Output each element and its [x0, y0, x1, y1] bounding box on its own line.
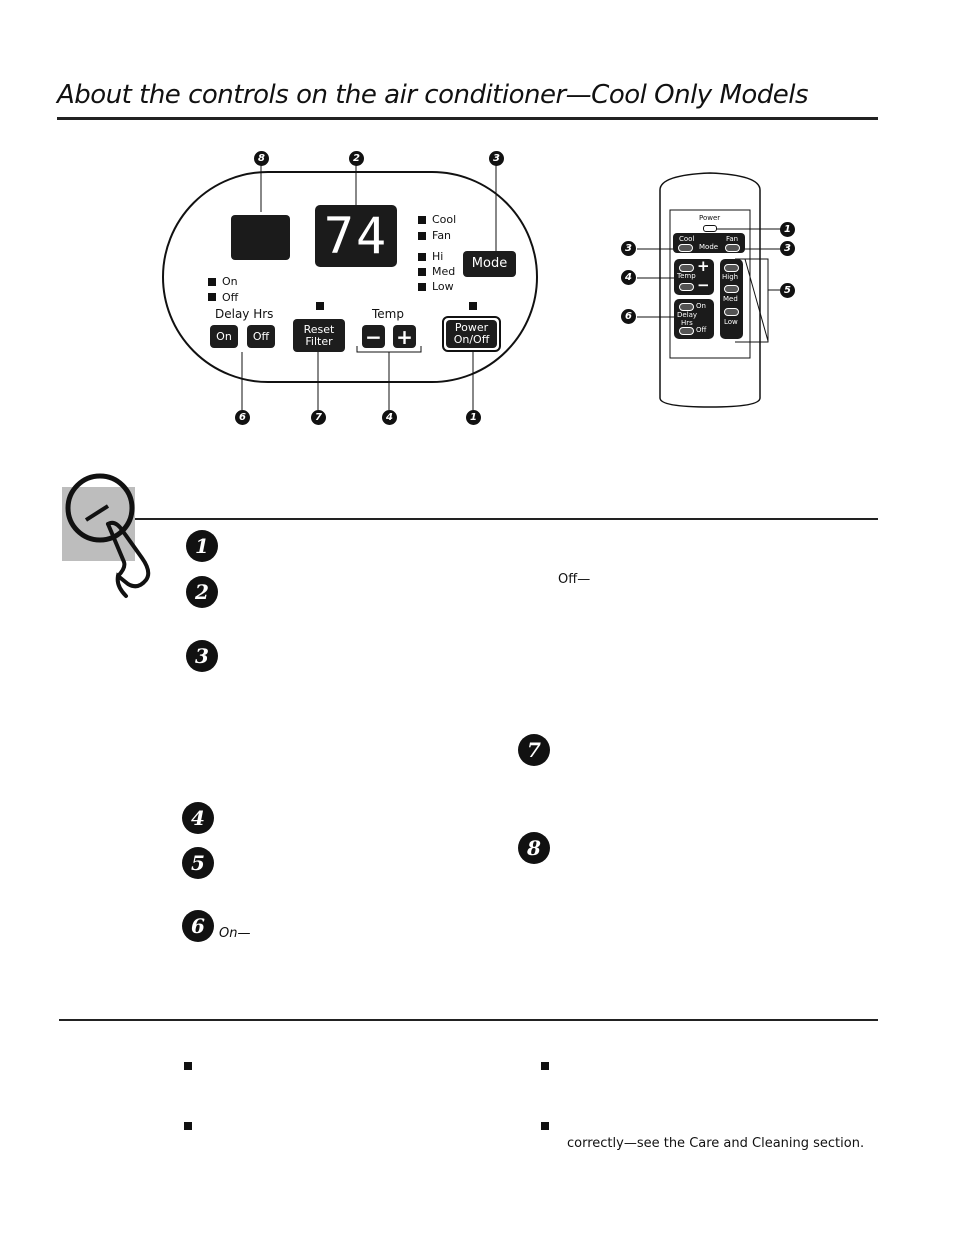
remote-power-button[interactable] — [703, 225, 717, 232]
fan-indicator-light — [418, 232, 426, 240]
remote-delay-label-line1: Delay — [677, 311, 698, 319]
hi-indicator-label: Hi — [432, 250, 444, 263]
remote-temp-up-button[interactable] — [679, 264, 694, 272]
med-indicator-label: Med — [432, 265, 456, 278]
callout-8-top: 8 — [254, 151, 269, 166]
temperature-display: 74 — [315, 205, 397, 267]
remote-delay-label-line2: Hrs — [681, 319, 693, 327]
filter-indicator-light — [316, 302, 324, 310]
med-indicator-light — [418, 268, 426, 276]
temp-up-button[interactable]: + — [393, 325, 416, 348]
item-number-2: 2 — [186, 576, 218, 608]
fan-indicator-label: Fan — [432, 229, 452, 242]
remote-low-label: Low — [724, 318, 738, 326]
remote-fan-button[interactable] — [725, 244, 740, 252]
note-bullet-4 — [541, 1122, 549, 1130]
remote-delay-off-label: Off — [696, 326, 707, 334]
item-number-5: 5 — [182, 847, 214, 879]
callout-4-bottom: 4 — [382, 410, 397, 425]
low-indicator-label: Low — [432, 280, 454, 293]
remote-plus-sign: + — [697, 257, 710, 275]
remote-callout-6: 6 — [621, 309, 636, 324]
reset-filter-button[interactable]: Reset Filter — [293, 319, 345, 352]
delay-on-indicator-light — [208, 278, 216, 286]
remote-delay-on-button[interactable] — [679, 303, 694, 311]
page-title: About the controls on the air conditione… — [57, 80, 809, 110]
note-bullet-2 — [184, 1122, 192, 1130]
hi-indicator-light — [418, 253, 426, 261]
note-bullet-3 — [541, 1062, 549, 1070]
temp-down-button[interactable]: − — [362, 325, 385, 348]
note-bullet-1 — [184, 1062, 192, 1070]
power-button-frame — [442, 316, 501, 352]
temp-label: Temp — [372, 307, 404, 321]
power-label-line1: Power — [454, 321, 489, 334]
remote-fan-label: Fan — [726, 235, 739, 243]
remote-callout-1: 1 — [780, 222, 795, 237]
remote-callout-3-left: 3 — [621, 241, 636, 256]
delay-hrs-label: Delay Hrs — [215, 307, 274, 321]
remote-delay-on-label: On — [696, 302, 706, 310]
item-number-1: 1 — [186, 530, 218, 562]
remote-temp-label: Temp — [677, 272, 696, 280]
power-indicator-light — [469, 302, 477, 310]
remote-low-button[interactable] — [724, 308, 739, 316]
cool-indicator-light — [418, 216, 426, 224]
callout-3-top: 3 — [489, 151, 504, 166]
remote-high-label: High — [722, 273, 739, 281]
reset-filter-label-line1: Reset — [303, 322, 335, 336]
callout-6-bottom: 6 — [235, 410, 250, 425]
delay-off-indicator-light — [208, 293, 216, 301]
mode-button[interactable]: Mode — [463, 251, 516, 277]
callout-1-bottom: 1 — [466, 410, 481, 425]
low-indicator-light — [418, 283, 426, 291]
delay-on-indicator-label: On — [222, 275, 238, 288]
remote-callout-5: 5 — [780, 283, 795, 298]
remote-med-button[interactable] — [724, 285, 739, 293]
reset-filter-label-line2: Filter — [305, 334, 333, 348]
section-rule — [135, 518, 878, 520]
title-rule — [57, 117, 878, 120]
remote-fan-speed-group — [720, 259, 743, 339]
remote-power-label: Power — [699, 214, 721, 222]
remote-high-button[interactable] — [724, 264, 739, 272]
remote-cool-label: Cool — [679, 235, 695, 243]
remote-outline — [637, 172, 781, 408]
item-number-8: 8 — [518, 832, 550, 864]
delay-on-button[interactable]: On — [210, 325, 238, 348]
item-number-3: 3 — [186, 640, 218, 672]
off-text: Off— — [558, 572, 591, 587]
cool-indicator-label: Cool — [432, 213, 457, 226]
note-care-cleaning-text: correctly—see the Care and Cleaning sect… — [567, 1136, 865, 1151]
delay-display — [231, 215, 290, 260]
callout-7-bottom: 7 — [311, 410, 326, 425]
remote-temp-down-button[interactable] — [679, 283, 694, 291]
remote-med-label: Med — [723, 295, 738, 303]
remote-cool-button[interactable] — [678, 244, 693, 252]
notes-rule — [59, 1019, 878, 1021]
callout-2-top: 2 — [349, 151, 364, 166]
control-panel-outline — [162, 165, 538, 410]
power-button[interactable]: Power On/Off — [446, 320, 497, 348]
on-text: On— — [219, 926, 251, 941]
item-number-4: 4 — [182, 802, 214, 834]
power-label-line2: On/Off — [453, 333, 490, 346]
remote-callout-3-right: 3 — [780, 241, 795, 256]
hand-pressing-button-icon — [65, 473, 151, 598]
delay-off-indicator-label: Off — [222, 291, 239, 304]
item-number-7: 7 — [518, 734, 550, 766]
item-number-6: 6 — [182, 910, 214, 942]
remote-mode-label: Mode — [699, 243, 719, 251]
delay-off-button[interactable]: Off — [247, 325, 275, 348]
remote-minus-sign: − — [697, 276, 710, 294]
remote-callout-4: 4 — [621, 270, 636, 285]
remote-delay-off-button[interactable] — [679, 327, 694, 335]
